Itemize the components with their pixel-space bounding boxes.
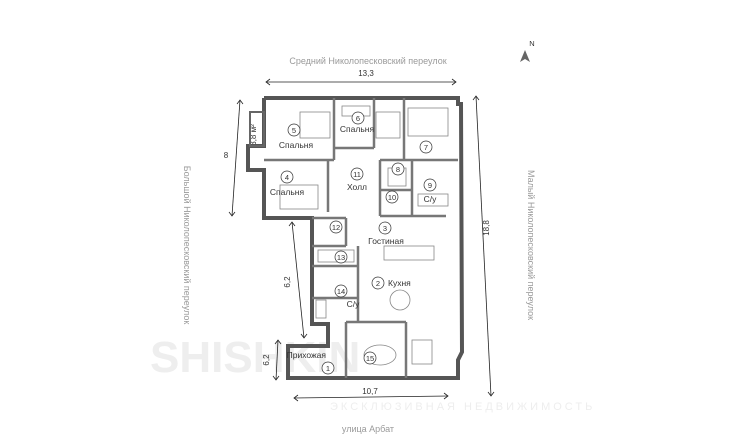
street-label-bottom: улица Арбат — [342, 424, 394, 434]
room-7-marker: 7 — [419, 140, 433, 154]
room-15-marker: 15 — [363, 351, 377, 365]
svg-text:6: 6 — [356, 114, 360, 123]
room-10-marker: 10 — [385, 190, 399, 204]
room-2-marker: 2 — [371, 276, 385, 290]
dimension-bottom: 10,7 — [362, 387, 378, 396]
svg-text:12: 12 — [332, 223, 340, 232]
svg-text:15: 15 — [366, 354, 374, 363]
room-label-hall: Холл — [347, 182, 367, 192]
room-1-marker: 1 — [321, 361, 335, 375]
svg-text:1: 1 — [326, 364, 330, 373]
balcony-area: 3,8 м² — [249, 124, 258, 146]
room-14-marker: 14 — [334, 284, 348, 298]
room-3-marker: 3 — [378, 221, 392, 235]
room-9-marker: 9 — [423, 178, 437, 192]
room-label-bedroom-6: Спальня — [340, 124, 375, 134]
compass-icon: N — [520, 39, 535, 62]
svg-text:2: 2 — [376, 279, 380, 288]
room-label-bedroom-4: Спальня — [270, 187, 305, 197]
furniture — [279, 105, 449, 366]
room-label-bedroom-5: Спальня — [279, 140, 314, 150]
svg-text:14: 14 — [337, 287, 345, 296]
room-label-entrance: Прихожая — [287, 350, 327, 360]
svg-text:13: 13 — [337, 253, 345, 262]
inner-walls — [264, 98, 458, 378]
room-4-marker: 4 — [280, 170, 294, 184]
watermark-text: SHISHKIN — [150, 333, 360, 382]
svg-text:8: 8 — [396, 165, 400, 174]
room-5-marker: 5 — [287, 123, 301, 137]
svg-text:5: 5 — [292, 126, 296, 135]
room-label-living: Гостиная — [368, 236, 404, 246]
room-8-marker: 8 — [391, 162, 405, 176]
outer-walls — [246, 96, 465, 380]
svg-text:4: 4 — [285, 173, 289, 182]
room-markers: 1 2 3 4 5 6 7 8 9 10 11 12 13 14 15 — [280, 111, 437, 375]
dimension-left-middle: 6,2 — [283, 276, 292, 288]
balcony — [249, 111, 265, 147]
room-6-marker: 6 — [351, 111, 365, 125]
svg-text:9: 9 — [428, 181, 432, 190]
dimension-lines — [228, 78, 495, 402]
room-label-bathroom-9: С/у — [424, 194, 438, 204]
street-label-top: Средний Николопесковский переулок — [289, 56, 446, 66]
dimension-left-upper: 8 — [224, 151, 229, 160]
watermark-subtext: ЭКСКЛЮЗИВНАЯ НЕДВИЖИМОСТЬ — [330, 401, 595, 413]
svg-text:10: 10 — [388, 193, 396, 202]
room-11-marker: 11 — [350, 167, 364, 181]
street-label-left: Большой Николопесковский переулок — [182, 166, 192, 325]
dimension-left-lower: 6,2 — [262, 354, 271, 366]
svg-text:3: 3 — [383, 224, 387, 233]
svg-text:11: 11 — [353, 170, 361, 179]
dimension-right: 18,8 — [482, 220, 491, 236]
dimension-top: 13,3 — [358, 69, 374, 78]
room-label-bathroom-14: С/у — [347, 299, 361, 309]
svg-text:7: 7 — [424, 143, 428, 152]
street-label-right: Малый Николопесковский переулок — [526, 170, 536, 320]
room-13-marker: 13 — [334, 250, 348, 264]
compass-label: N — [529, 39, 534, 48]
room-label-kitchen: Кухня — [388, 278, 411, 288]
room-12-marker: 12 — [329, 220, 343, 234]
